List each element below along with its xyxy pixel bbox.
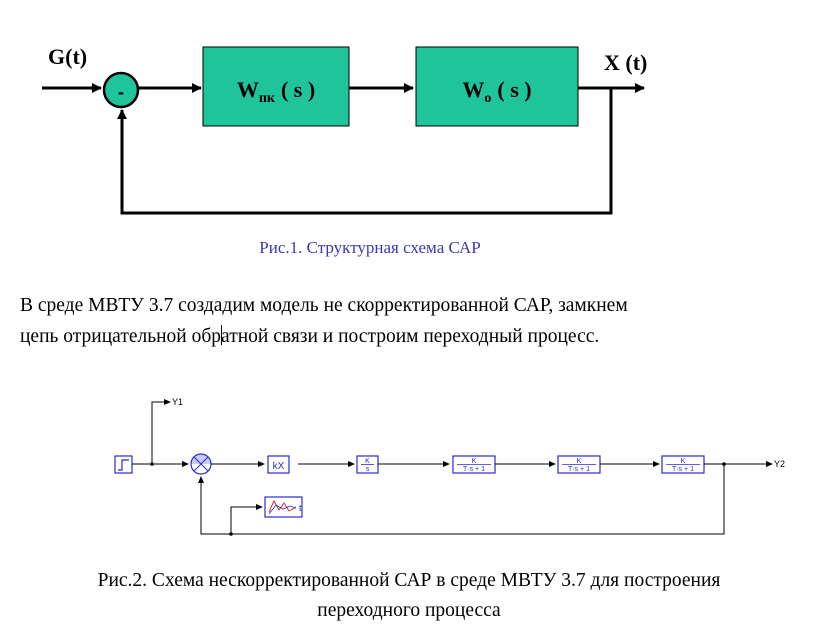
tf2-num: K [577, 458, 582, 465]
plant-block: Wo ( s ) [415, 46, 579, 127]
figure2-caption-line-2: переходного процесса [317, 600, 501, 621]
block2-sub: o [484, 91, 491, 106]
transfer-function-block-1: K T·s + 1 [452, 455, 496, 474]
block1-tail: ( s ) [281, 77, 315, 102]
feedback-loop [117, 88, 613, 215]
output-y2-label: Y2 [774, 459, 785, 469]
output-signal-label: X (t) [604, 50, 647, 75]
text-cursor [221, 325, 223, 345]
block1-sub: пк [259, 91, 276, 106]
scope-axis-label: t [299, 503, 302, 513]
integrator-den: s [366, 466, 370, 473]
scope-trace-icon [268, 499, 297, 513]
paragraph-line-1: В среде МВТУ 3.7 создадим модель не скор… [20, 295, 628, 316]
svg-text:Wпк( s ): Wпк ( s ) [237, 77, 315, 106]
link-to-scope [230, 504, 263, 534]
tf1-num: K [472, 458, 477, 465]
junction-node [150, 462, 154, 466]
step-icon [118, 459, 129, 471]
tf3-num: K [681, 458, 686, 465]
step-source-block [114, 455, 133, 474]
tf3-den: T·s + 1 [672, 466, 694, 473]
figure1-block-diagram: G(t) X (t) - Wпк ( s ) Wo ( s ) [42, 44, 647, 215]
figure2-caption: Рис.2. Схема нескорректированной САР в с… [0, 566, 818, 626]
svg-text:Wo( s ): Wo ( s ) [462, 77, 531, 106]
gain-label: kX [273, 461, 285, 472]
input-signal-label: G(t) [48, 44, 87, 69]
transfer-function-block-3: K T·s + 1 [661, 455, 705, 474]
gain-block: kX [267, 455, 290, 474]
integrator-block: K s [356, 455, 379, 474]
paragraph-line-2: цепь отрицательной обратной связи и пост… [20, 321, 800, 352]
controller-block: Wпк ( s ) [202, 46, 350, 127]
integrator-num: K [365, 458, 370, 465]
scope-block: t [264, 496, 303, 518]
output-y1-label: Y1 [172, 397, 183, 407]
feedback-link [198, 464, 725, 535]
figure1-caption: Рис.1. Структурная схема САР [259, 238, 481, 257]
junction-node [229, 532, 233, 536]
figure2-caption-line-1: Рис.2. Схема нескорректированной САР в с… [97, 570, 721, 591]
body-paragraph: В среде МВТУ 3.7 создадим модель не скор… [20, 290, 800, 352]
block2-tail: ( s ) [497, 77, 531, 102]
transfer-function-block-2: K T·s + 1 [557, 455, 601, 474]
link-y1 [151, 399, 171, 464]
paragraph-line-2a: цепь отрицательной обр [20, 326, 222, 347]
tf1-den: T·s + 1 [463, 466, 485, 473]
summing-junction: - [102, 71, 140, 109]
minus-sign: - [118, 82, 124, 102]
paragraph-line-2b: атной связи и построим переходный процес… [221, 326, 600, 347]
block2-main: W [462, 77, 484, 102]
figure2-simulation-scheme: Y1 kX K s K T·s + 1 [114, 397, 785, 536]
comparator-block [190, 453, 212, 475]
tf2-den: T·s + 1 [568, 466, 590, 473]
block1-main: W [237, 77, 259, 102]
